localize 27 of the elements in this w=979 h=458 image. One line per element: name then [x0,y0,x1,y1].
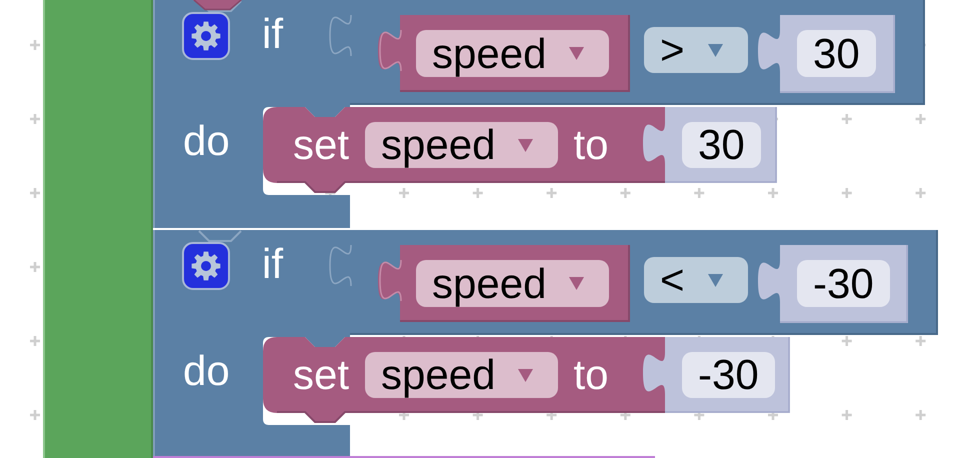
variable-dropdown: speed [365,122,558,168]
number-block [758,245,908,323]
number-field: 30 [682,122,761,168]
operator-dropdown: < [644,257,748,303]
variable-block [378,245,630,322]
number-field: -30 [797,260,890,307]
variable-dropdown: speed [365,352,558,398]
number-block [643,337,790,413]
keyword-label: if [262,12,283,54]
set-block [263,107,665,193]
variable-block [378,15,630,92]
keyword-label: do [183,120,230,162]
number-field: 30 [797,30,876,77]
variable-dropdown: speed [416,260,610,307]
keyword-label: to [573,354,608,396]
keyword-label: if [262,242,283,284]
operator-dropdown: > [644,27,748,73]
compare-block [328,230,938,335]
set-block [263,337,665,423]
keyword-label: do [183,350,230,392]
number-field: -30 [682,352,775,398]
keyword-label: to [573,124,608,166]
variable-dropdown: speed [416,30,610,77]
keyword-label: set [293,124,350,166]
keyword-label: set [293,354,350,396]
compare-block [328,0,925,105]
loop-block-arm [43,0,153,458]
